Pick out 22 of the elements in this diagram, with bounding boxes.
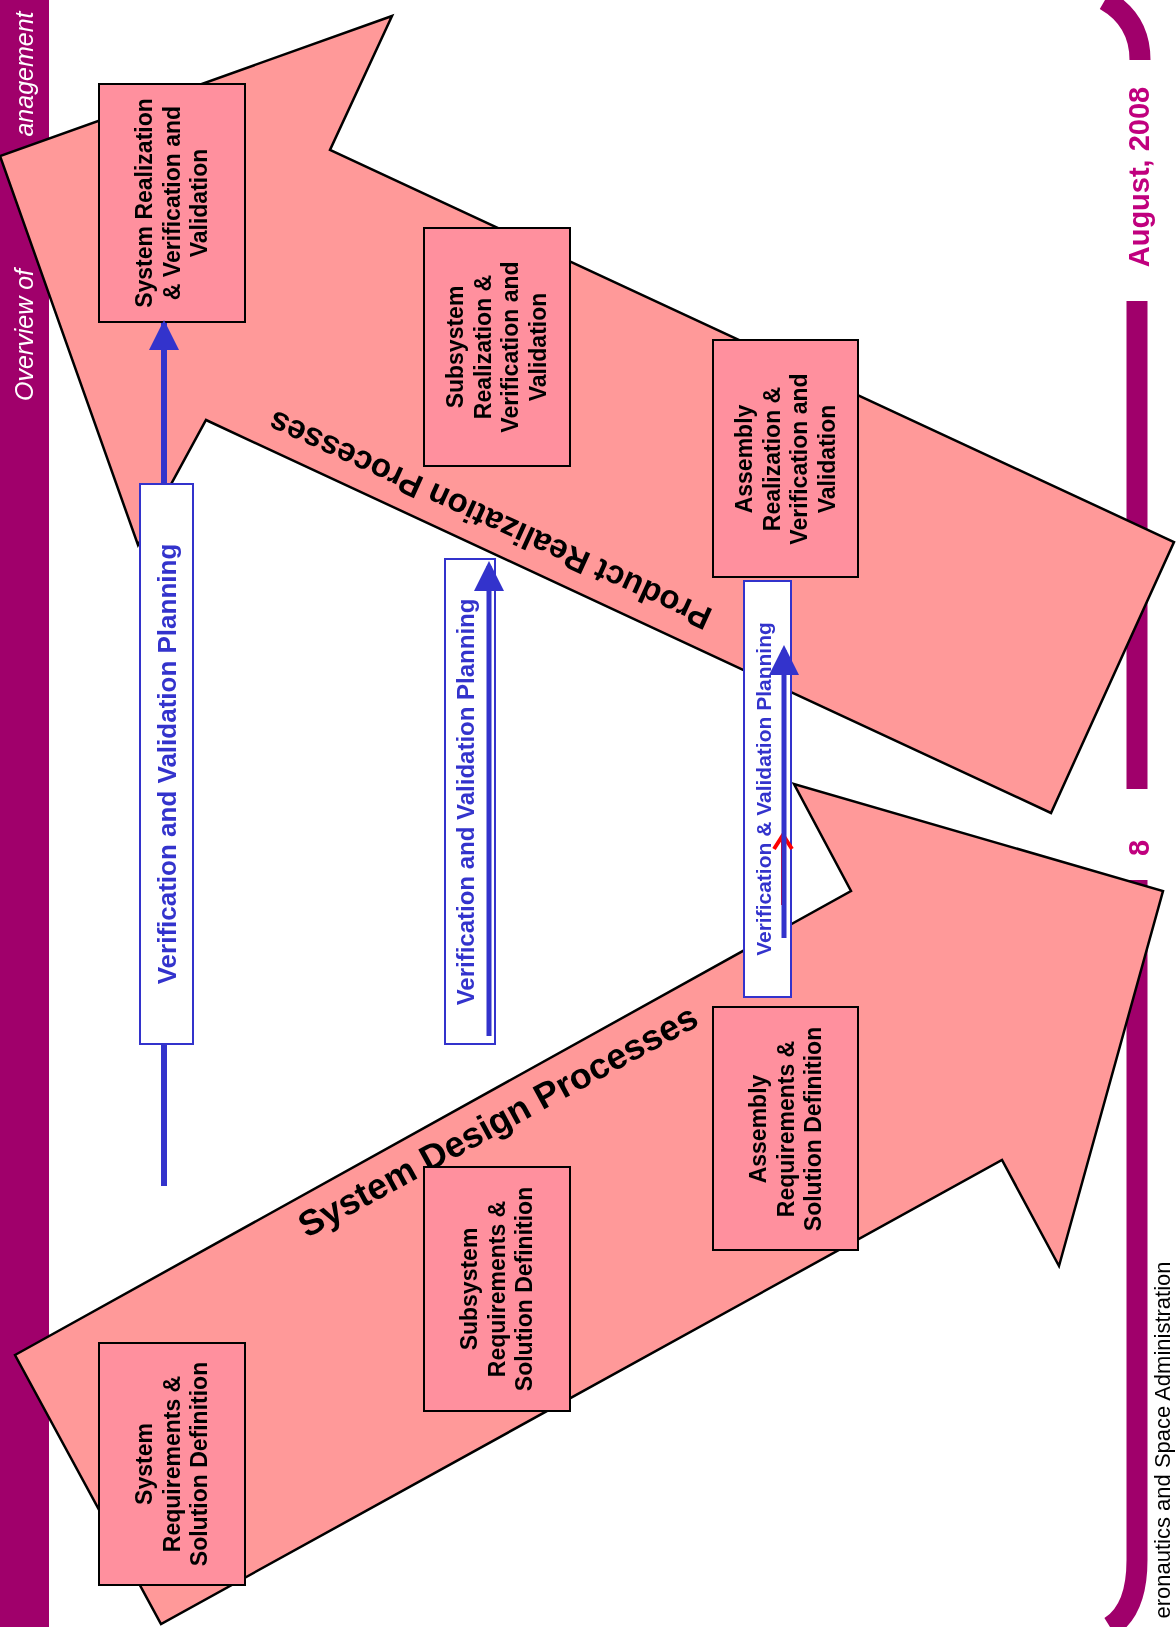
planning-label: Verification and Validation Planning [151,543,182,985]
slide-text: anagement [9,11,39,137]
process-box [98,83,246,323]
slide-text: 8 [1122,839,1156,857]
box-label: System Realization & Verification and Validation [130,97,213,310]
slide-text: Overview of [9,269,39,401]
box-label: Assembly Realization & Verification and Validation [730,371,841,547]
box-label: Subsystem Realization & Verification and Validation [441,260,552,435]
planning-label: Verification and Validation Planning [452,598,480,1005]
process-box [423,1166,571,1412]
process-box [712,1006,859,1251]
planning-label: Verification & Validation Planning [751,622,776,956]
process-box [712,339,859,578]
box-label: System Requirements & Solution Definition [130,1360,213,1569]
arrow [149,320,179,483]
process-box [423,227,571,467]
slide-text: eronautics and Space Administration [1150,1261,1176,1619]
process-box [98,1342,246,1586]
slide-text: August, 2008 [1122,86,1156,268]
planning-box [139,483,194,1045]
box-label: Assembly Requirements & Solution Definition [744,1025,827,1233]
box-label: Subsystem Requirements & Solution Definition [455,1185,538,1394]
